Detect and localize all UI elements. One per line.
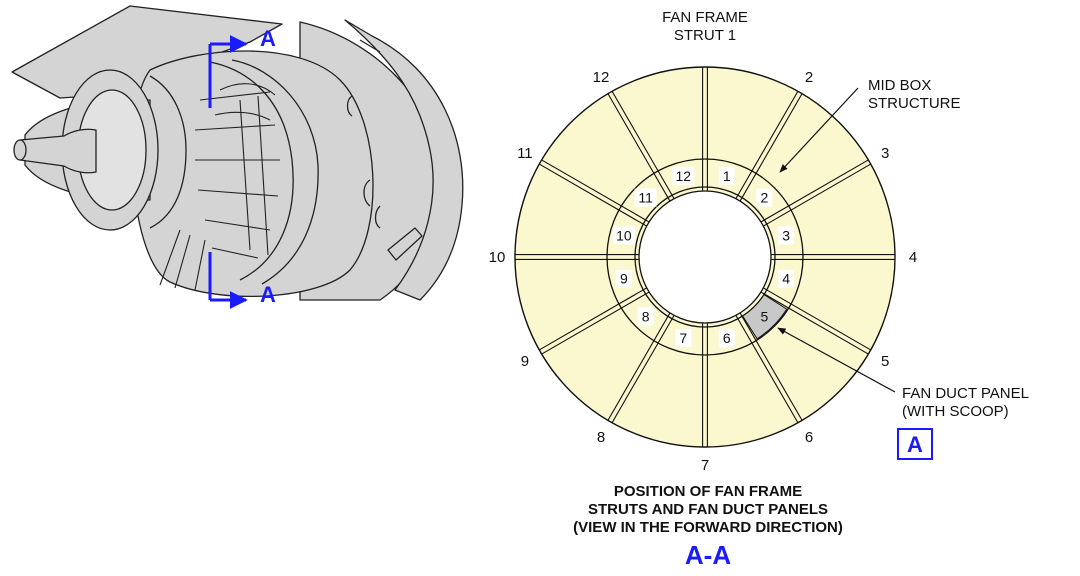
panel-number-bg [615,269,632,288]
panel-number-bg [637,307,654,326]
fan-hub-line [149,75,187,229]
strut-line [735,90,799,199]
panel-number-5: 5 [760,308,768,324]
frame-ribs [159,83,280,291]
panel-number-10: 10 [616,227,632,243]
strut-line [739,312,803,421]
strut-line [763,287,872,351]
panel-number-7: 7 [679,330,687,346]
panel-number-bg [756,188,773,207]
panel-number-bg [612,226,635,245]
fan-frame-struts [515,67,895,447]
strut-number-3: 3 [881,145,889,162]
strut-number-8: 8 [597,429,605,446]
cowl-latch-3 [346,95,353,117]
panel-number-bg [675,329,692,348]
strut-line [607,312,671,421]
callout-mid-box-leader [779,87,859,173]
cowl-latch-1 [363,179,371,207]
fan-case [131,50,374,298]
strut-line [760,291,869,355]
strut-number-2: 2 [805,69,813,86]
strut-number-10: 10 [489,249,506,266]
panel-number-8: 8 [642,308,650,324]
callout-duct-leader [777,327,896,393]
panel-number-bg [672,166,695,185]
strut-line [760,159,869,223]
detail-tag-label: A [907,432,923,457]
mid-box-inner-ring [634,186,776,328]
strut-line [538,287,647,351]
spinner-tip [13,139,27,161]
nose-spinner [19,128,97,174]
frame-title-line1: FAN FRAME [662,9,748,26]
strut-line [541,159,650,223]
panel-number-bg [756,307,773,326]
section-marker-bottom: A [260,282,276,307]
strut-line [735,315,799,424]
strut-number-11: 11 [517,145,533,162]
strut-line [739,93,803,202]
section-marker-top: A [260,26,276,51]
strut-line [611,315,675,424]
strut-line [538,163,647,227]
panel-number-bg [718,166,735,185]
callout-mid-box-line1: MID BOX [868,77,931,94]
panel-number-bg [634,188,657,207]
strut-line [611,90,675,199]
strut-number-9: 9 [521,353,529,370]
strut-number-12: 12 [593,69,610,86]
strut-number-4: 4 [909,249,917,266]
panel-number-9: 9 [620,271,628,287]
mid-box-outer-ring [606,158,804,356]
callout-duct-line1: FAN DUCT PANEL [902,385,1029,402]
panel-number-2: 2 [760,190,768,206]
core-cowl-line-2 [231,59,319,285]
panel-number-1: 1 [723,168,731,184]
access-panel [387,227,423,261]
cowl-latch-2 [374,205,381,229]
strut-number-7: 7 [701,457,709,474]
panel-number-bg [778,269,795,288]
section-label: A-A [685,540,731,570]
section-cut-marker: A A [208,26,276,309]
core-cowl-line [209,61,294,281]
strut-line [607,93,671,202]
panel-number-bg [778,226,795,245]
panel-number-bg [718,329,735,348]
reverser-sleeve [344,19,464,301]
detail-tag-box [897,428,933,460]
strut-line [763,163,872,227]
panel-number-12: 12 [675,168,691,184]
panel-number-3: 3 [782,227,790,243]
panel-number-11: 11 [638,190,653,206]
panel-number-4: 4 [782,271,790,287]
caption-line3: (VIEW IN THE FORWARD DIRECTION) [573,519,843,536]
callout-duct-line2: (WITH SCOOP) [902,403,1009,420]
strut-number-6: 6 [805,429,813,446]
frame-title-line2: STRUT 1 [674,27,736,44]
hub-inner-circle [638,190,772,324]
callout-mid-box-line2: STRUCTURE [868,95,961,112]
engine-illustration [11,5,464,301]
caption-line1: POSITION OF FAN FRAME [614,483,802,500]
strut-number-5: 5 [881,353,889,370]
sleeve-edge [359,39,381,53]
panel-number-6: 6 [723,330,731,346]
caption-line2: STRUTS AND FAN DUCT PANELS [588,501,828,518]
strut-line [541,291,650,355]
